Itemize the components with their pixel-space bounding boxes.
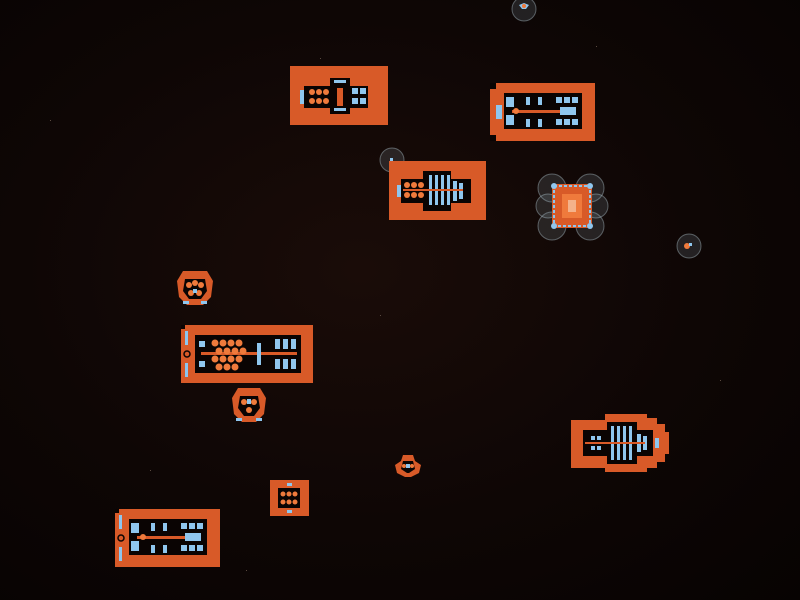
drone-small-left[interactable] xyxy=(175,269,215,307)
star xyxy=(50,120,51,121)
cruiser-top-right[interactable] xyxy=(490,83,595,141)
star xyxy=(150,470,151,471)
frigate-top[interactable] xyxy=(290,66,388,125)
star xyxy=(320,58,321,59)
shield-orb-top[interactable] xyxy=(509,0,539,24)
station-shielded[interactable] xyxy=(534,172,610,242)
star xyxy=(720,380,721,381)
fighter-small[interactable] xyxy=(395,455,421,479)
star xyxy=(380,315,381,316)
shield-orb-right[interactable] xyxy=(675,232,703,260)
drone-small-left-2[interactable] xyxy=(230,386,268,424)
star xyxy=(596,46,597,47)
battleship-left[interactable] xyxy=(181,325,313,383)
pod-small[interactable] xyxy=(270,480,309,516)
cruiser-center[interactable] xyxy=(389,161,486,220)
carrier-right[interactable] xyxy=(571,414,669,472)
star xyxy=(246,570,247,571)
cruiser-bottom-left[interactable] xyxy=(115,509,220,567)
